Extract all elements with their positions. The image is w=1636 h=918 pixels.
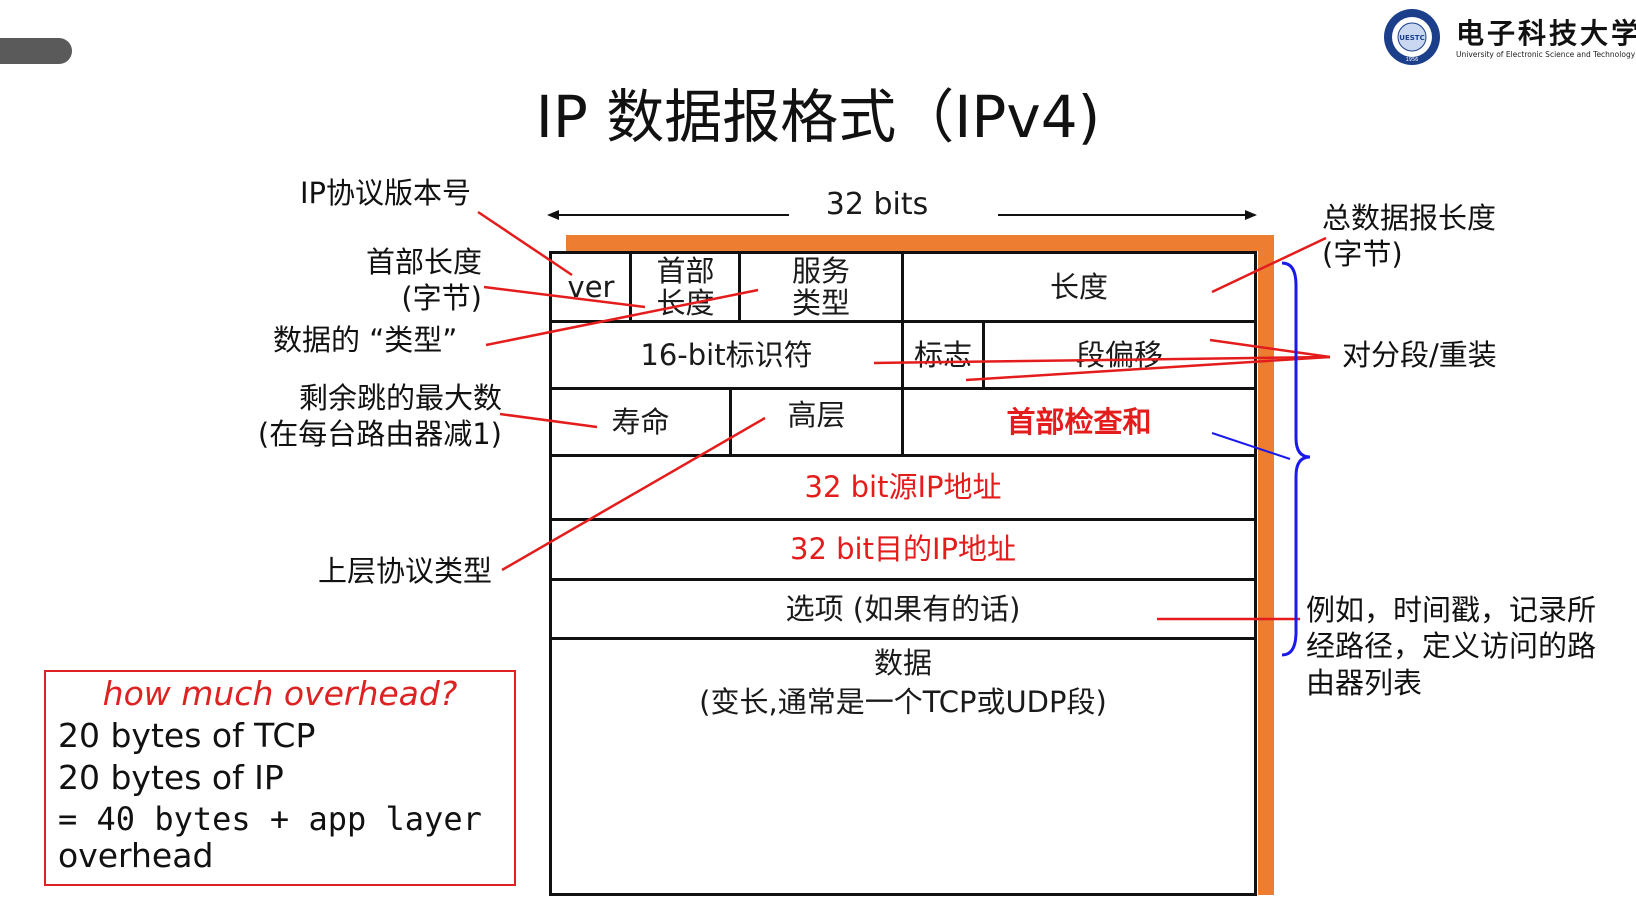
- field-header-length-line2: 长度: [656, 286, 715, 320]
- field-fragment-offset: 段偏移: [1075, 337, 1163, 372]
- orange-accent-top: [566, 235, 1262, 251]
- orange-accent-right: [1258, 235, 1274, 895]
- overhead-total: = 40 bytes + app layer: [58, 800, 482, 838]
- connector-data-type: [485, 288, 759, 347]
- overhead-tcp: 20 bytes of TCP: [58, 716, 316, 755]
- field-destination-ip: 32 bit目的IP地址: [790, 532, 1016, 567]
- field-header-length-line1: 首部: [656, 254, 715, 288]
- overhead-ip: 20 bytes of IP: [58, 758, 284, 797]
- field-header-checksum: 首部检查和: [1006, 404, 1152, 439]
- annotation-version: IP协议版本号: [300, 176, 472, 210]
- annotation-header-length-line1: 首部长度: [365, 245, 482, 279]
- field-total-length: 长度: [1049, 269, 1108, 304]
- field-tos-line1: 服务: [791, 254, 850, 288]
- field-data: 数据 (变长,通常是一个TCP或UDP段): [552, 644, 1254, 734]
- connector-header-length: [483, 285, 646, 309]
- annotation-options-line1: 例如，时间戳，记录所: [1306, 593, 1597, 627]
- annotation-total-length: 总数据报长度 (字节): [1322, 200, 1496, 273]
- field-flags: 标志: [913, 337, 972, 372]
- university-name-en: University of Electronic Science and Tec…: [1456, 50, 1636, 59]
- university-seal-icon: UESTC 1956: [1384, 9, 1440, 65]
- field-data-line1: 数据: [873, 646, 932, 680]
- annotation-options-line2: 经路径，定义访问的路: [1306, 629, 1597, 664]
- university-name-cn: 电子科技大学: [1456, 17, 1636, 50]
- slide-title: IP 数据报格式（IPv4): [535, 83, 1101, 151]
- seal-text: UESTC: [1399, 34, 1424, 42]
- connector-brace: [1211, 432, 1291, 460]
- overhead-question: how much overhead?: [102, 674, 458, 713]
- annotation-header-length-line2: (字节): [401, 281, 482, 316]
- annotation-total-length-line1: 总数据报长度: [1322, 201, 1497, 235]
- annotation-total-length-line2: (字节): [1322, 237, 1403, 272]
- width-label: 32 bits: [825, 187, 929, 222]
- connector-ttl: [499, 412, 598, 429]
- overhead-total-continued: overhead: [58, 836, 214, 875]
- annotation-options: 例如，时间戳，记录所 经路径，定义访问的路 由器列表: [1306, 592, 1596, 701]
- connector-upper-protocol: [501, 416, 766, 572]
- annotation-upper-protocol: 上层协议类型: [318, 554, 493, 588]
- header-brace: [1281, 261, 1311, 657]
- field-source-ip: 32 bit源IP地址: [804, 470, 1002, 505]
- connector-fragmentation-2: [965, 355, 1331, 382]
- annotation-fragmentation: 对分段/重装: [1342, 338, 1497, 372]
- connector-fragmentation-3: [1209, 338, 1331, 359]
- annotation-ttl: 剩余跳的最大数 (在每台路由器减1): [230, 380, 502, 453]
- field-options: 选项 (如果有的话): [785, 591, 1021, 626]
- field-upper-layer: 高层: [787, 398, 846, 432]
- university-logo: UESTC 1956 电子科技大学 University of Electron…: [1382, 8, 1636, 66]
- seal-year: 1956: [1406, 57, 1419, 63]
- annotation-header-length: 首部长度 (字节): [300, 244, 482, 317]
- slide-tab: [0, 38, 72, 64]
- field-header-length: 首部 长度: [632, 254, 739, 320]
- annotation-ttl-line1: 剩余跳的最大数: [298, 381, 502, 415]
- annotation-options-line3: 由器列表: [1306, 665, 1423, 700]
- connector-version: [477, 210, 573, 277]
- field-identifier: 16-bit标识符: [640, 337, 813, 372]
- field-type-of-service: 服务 类型: [741, 254, 901, 320]
- field-data-line2: (变长,通常是一个TCP或UDP段): [699, 685, 1107, 720]
- annotation-ttl-line2: (在每台路由器减1): [257, 417, 502, 452]
- overhead-box: how much overhead? 20 bytes of TCP 20 by…: [44, 670, 516, 886]
- field-tos-line2: 类型: [791, 286, 850, 320]
- connector-total-length: [1211, 236, 1327, 294]
- annotation-data-type: 数据的 “类型”: [273, 323, 458, 357]
- field-ttl: 寿命: [611, 404, 670, 439]
- connector-fragmentation-1: [873, 355, 1331, 365]
